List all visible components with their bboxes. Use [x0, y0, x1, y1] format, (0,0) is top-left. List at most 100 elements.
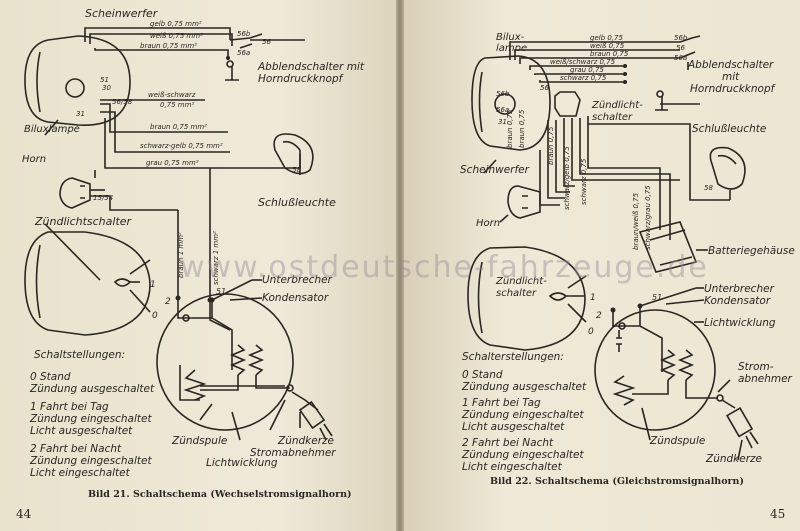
- left-wire-5: braun 0,75 mm²: [150, 123, 207, 131]
- book-gutter: [396, 0, 404, 531]
- right-magneto-circle: [594, 309, 716, 431]
- left-stellung-1-l1: 1 Fahrt bei Tag: [30, 401, 109, 413]
- right-pos-51: 51: [652, 293, 662, 302]
- left-stellung-1-l2: Zündung eingeschaltet: [29, 413, 152, 425]
- right-term-56a: 56a: [674, 54, 687, 62]
- left-term-15-54: 15/54: [93, 194, 113, 202]
- right-stellung-0-l1: 0 Stand: [462, 369, 503, 381]
- headlamp-rim: [36, 51, 41, 113]
- right-wire-2: weiß 0,75: [590, 42, 625, 50]
- left-label-zuendlichtschalter: Zündlichtschalter: [34, 215, 133, 228]
- right-stellung-2-l3: Licht eingeschaltet: [462, 461, 563, 473]
- left-label-stromabnehmer: Stromabnehmer: [250, 447, 336, 459]
- left-stellung-0-l1: 0 Stand: [30, 371, 71, 383]
- left-pos-51: 51: [216, 287, 226, 296]
- left-term-58: 58: [292, 166, 301, 174]
- headlamp-shape: [24, 35, 131, 126]
- left-label-lichtwicklung: Lichtwicklung: [206, 457, 278, 469]
- left-term-31: 31: [76, 110, 85, 118]
- right-label-zls-mid1: Zündlicht-: [495, 276, 547, 287]
- left-stellung-0-l2: Zündung ausgeschaltet: [29, 383, 155, 395]
- right-label-zls-top2: schalter: [592, 112, 633, 123]
- left-label-kondensator: Kondensator: [262, 292, 329, 304]
- right-wiring-diagram: Bilux- lampe Scheinwerfer Horn Zündlicht…: [460, 32, 795, 521]
- right-label-abblendschalter: Abblendschalter: [687, 59, 774, 71]
- right-pos-0: 0: [588, 327, 594, 337]
- left-stellung-2-l1: 2 Fahrt bei Nacht: [30, 443, 122, 455]
- left-term-51: 51: [100, 76, 109, 84]
- right-wire-v6: braun/weiß 0,75: [632, 192, 640, 250]
- right-horn-shape: [507, 185, 541, 219]
- right-label-horndruckknopf: Horndruckknopf: [690, 83, 777, 95]
- right-top-switch: [554, 91, 581, 117]
- left-stellung-2-l3: Licht eingeschaltet: [30, 467, 131, 479]
- left-stellung-2-l2: Zündung eingeschaltet: [29, 455, 152, 467]
- left-term-30: 30: [102, 84, 111, 92]
- left-page: Scheinwerfer Biluxlampe Horn Zündlichtsc…: [0, 0, 400, 531]
- right-wire-v1: braun 0,75: [506, 109, 514, 148]
- right-switch-housing: [467, 246, 586, 351]
- left-stellungen-title: Schaltstellungen:: [34, 349, 125, 361]
- left-label-horndruckknopf: Horndruckknopf: [258, 73, 345, 85]
- right-term-56-58: 56: [540, 84, 549, 92]
- switch-housing: [24, 231, 151, 336]
- left-label-zuendkerze: Zündkerze: [277, 435, 334, 447]
- right-pos-1: 1: [590, 293, 596, 303]
- left-wire-4b: 0,75 mm²: [160, 101, 194, 109]
- right-term-56a2: 56a: [496, 106, 509, 114]
- right-wire-v5: schwarz 0,75: [580, 158, 588, 205]
- right-page-number: 45: [770, 507, 785, 521]
- left-pos-0: 0: [152, 311, 158, 321]
- left-wire-6: schwarz-gelb 0,75 mm²: [140, 142, 223, 150]
- right-label-schlussleuchte: Schlußleuchte: [692, 123, 766, 135]
- left-pos-1: 1: [150, 280, 156, 290]
- left-wire-1: gelb 0,75 mm²: [150, 20, 202, 28]
- right-label-lichtwicklung: Lichtwicklung: [704, 317, 776, 329]
- right-wire-3: braun 0,75: [590, 50, 629, 58]
- left-wire-9: schwarz 1 mm²: [212, 231, 220, 285]
- left-label-biluxlampe: Biluxlampe: [24, 124, 80, 135]
- right-wire-v2: braun 0,75: [518, 109, 526, 148]
- right-label-horn: Horn: [476, 218, 500, 229]
- left-wire-4: weiß-schwarz: [148, 91, 196, 99]
- watermark: www.ostdeutsche-fahrzeuge.de: [180, 250, 709, 285]
- taillight-shape: [273, 133, 314, 175]
- left-page-number: 44: [16, 507, 32, 521]
- left-term-56: 56: [262, 38, 271, 46]
- right-wire-5: grau 0,75: [570, 66, 604, 74]
- right-label-bilux2: lampe: [496, 43, 527, 54]
- right-stellung-0-l2: Zündung ausgeschaltet: [461, 381, 587, 393]
- right-term-31: 31: [498, 118, 507, 126]
- battery-case: [638, 221, 698, 273]
- right-term-56b2: 56b: [496, 90, 510, 98]
- right-caption: Bild 22. Schaltschema (Gleichstromsignal…: [490, 476, 744, 487]
- right-stellung-1-l2: Zündung eingeschaltet: [461, 409, 584, 421]
- right-label-zuendspule: Zündspule: [649, 435, 705, 447]
- right-bilux-bulb: [494, 93, 516, 115]
- left-label-abblendschalter: Abblendschalter mit: [257, 61, 365, 73]
- right-wire-v3: braun 0,75: [547, 126, 555, 165]
- right-label-zls-mid2: schalter: [496, 288, 537, 299]
- right-label-zuendkerze: Zündkerze: [705, 453, 762, 465]
- left-term-56b: 56b: [237, 30, 251, 38]
- left-wire-8: braun 1 mm²: [177, 232, 185, 278]
- left-wiring-diagram: Scheinwerfer Biluxlampe Horn Zündlichtsc…: [16, 7, 365, 521]
- right-label-batterie: Batteriegehäuse: [708, 245, 795, 257]
- right-stellung-1-l3: Licht ausgeschaltet: [462, 421, 565, 433]
- left-label-schlussleuchte: Schlußleuchte: [258, 196, 336, 209]
- right-page: Bilux- lampe Scheinwerfer Horn Zündlicht…: [400, 0, 800, 531]
- left-pos-2: 2: [165, 297, 171, 307]
- bilux-bulb: [65, 78, 85, 98]
- right-label-unterbrecher: Unterbrecher: [704, 283, 775, 295]
- left-term-56a: 56a: [237, 49, 250, 57]
- left-label-horn: Horn: [22, 154, 46, 165]
- left-wire-2: weiß 0,75 mm²: [150, 32, 203, 40]
- right-label-abnehmer: abnehmer: [738, 373, 793, 385]
- right-spark-plug-body: [725, 407, 754, 438]
- left-stellung-1-l3: Licht ausgeschaltet: [30, 425, 133, 437]
- spark-plug-body: [298, 400, 326, 430]
- right-taillight-shape: [709, 146, 746, 190]
- left-label-unterbrecher: Unterbrecher: [262, 274, 333, 286]
- left-wire-7: grau 0,75 mm²: [146, 159, 199, 167]
- left-wire-3: braun 0,75 mm²: [140, 42, 197, 50]
